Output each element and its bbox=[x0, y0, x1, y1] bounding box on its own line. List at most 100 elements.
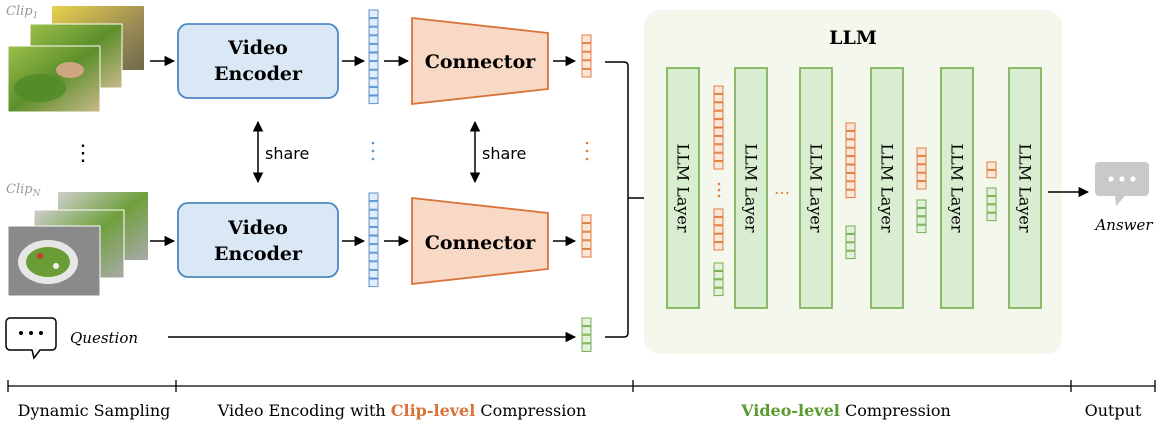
llm-tok-c-green-2 bbox=[916, 207, 927, 217]
video-encoder-top bbox=[177, 23, 339, 99]
llm-token-stacks bbox=[713, 85, 997, 297]
answer-bubble-icon bbox=[1095, 162, 1149, 206]
llm-tok-c-orange-1 bbox=[916, 147, 927, 156]
green-token-question-3 bbox=[581, 334, 592, 344]
llm-tok-b-orange-5 bbox=[845, 156, 856, 165]
llm-tok-c-orange-4 bbox=[916, 172, 927, 182]
blue-token-bottom-11 bbox=[368, 278, 379, 288]
clips-vertical-ellipsis: ⋮ bbox=[72, 141, 94, 166]
orange-token-top-5 bbox=[581, 68, 592, 78]
llm-tok-b-orange-2 bbox=[845, 130, 856, 140]
blue-token-bottom-10 bbox=[368, 269, 379, 279]
llm-tok-b-orange-8 bbox=[845, 181, 856, 190]
blue-token-bottom-4 bbox=[368, 218, 379, 227]
clip-n-tomato bbox=[37, 253, 43, 259]
llm-tok-d-orange-2 bbox=[986, 169, 997, 179]
blue-token-top-9 bbox=[368, 78, 379, 87]
llm-tok-b-green-2 bbox=[845, 233, 856, 243]
llm-layer-1-label: LLM Layer bbox=[674, 143, 693, 232]
llm-tok-a2-orange-3 bbox=[713, 225, 724, 234]
llm-layer-2-label: LLM Layer bbox=[742, 143, 761, 232]
merge-bracket bbox=[605, 61, 629, 338]
video-encoder-bottom-line2: Encoder bbox=[214, 243, 303, 265]
blue-dot-1 bbox=[371, 141, 375, 145]
blue-token-bottom-9 bbox=[368, 261, 379, 270]
llm-small-ellipsis-1 bbox=[717, 182, 721, 198]
stage-output: Output bbox=[1085, 401, 1142, 420]
llm-tok-a2-orange-2 bbox=[713, 216, 724, 226]
llm-layer-6 bbox=[1008, 67, 1042, 309]
llm-tok-b-green-4 bbox=[845, 250, 856, 260]
orange-dot-3 bbox=[585, 157, 589, 161]
llm-layers: LLM Layer LLM Layer LLM Layer LLM Layer LLM … bbox=[666, 67, 1042, 309]
blue-token-top-4 bbox=[368, 35, 379, 44]
llm-tok-b-orange-6 bbox=[845, 164, 856, 173]
llm-tok-a-orange-8 bbox=[713, 144, 724, 153]
llm-dot-1 bbox=[717, 182, 721, 186]
blue-token-bottom-3 bbox=[368, 209, 379, 219]
llm-tok-d-green-4 bbox=[986, 212, 997, 222]
clip-n-salad bbox=[26, 247, 70, 277]
share-label-encoders: share bbox=[265, 144, 309, 163]
llm-tok-b-orange-9 bbox=[845, 189, 856, 199]
llm-dot-2 bbox=[717, 188, 721, 192]
llm-tok-a-orange-4 bbox=[713, 110, 724, 120]
stage-video-encoding: Video Encoding with Clip-level Compressi… bbox=[217, 401, 587, 420]
stage-video-compression: Video-level Compression bbox=[740, 401, 951, 420]
llm-tok-d-orange-1 bbox=[986, 161, 997, 170]
blue-token-top-11 bbox=[368, 95, 379, 105]
orange-token-bottom-5 bbox=[581, 248, 592, 258]
green-token-question-4 bbox=[581, 343, 592, 352]
blue-token-stack-bottom bbox=[368, 192, 379, 288]
llm-tok-a-orange-3 bbox=[713, 102, 724, 111]
blue-token-stack-top bbox=[368, 9, 379, 105]
llm-tok-a2-orange-5 bbox=[713, 242, 724, 251]
llm-layer-3 bbox=[799, 67, 833, 309]
video-encoder-top-line1: Video bbox=[227, 37, 288, 59]
llm-tok-a-green-3 bbox=[713, 279, 724, 288]
video-encoder-bottom-line1: Video bbox=[227, 217, 288, 239]
clip-1-label: Clip1 bbox=[6, 4, 38, 21]
llm-tok-a-orange-9 bbox=[713, 152, 724, 162]
blue-token-top-6 bbox=[368, 52, 379, 62]
llm-tok-a-green-4 bbox=[713, 287, 724, 297]
blue-token-top-10 bbox=[368, 86, 379, 96]
llm-layer-4-label: LLM Layer bbox=[878, 143, 897, 232]
llm-tok-a-green-2 bbox=[713, 270, 724, 280]
blue-token-bottom-2 bbox=[368, 201, 379, 210]
blue-token-top-3 bbox=[368, 26, 379, 36]
orange-tokens-ellipsis bbox=[585, 141, 589, 161]
connector-top-label: Connector bbox=[425, 51, 537, 73]
orange-token-stack-top bbox=[581, 34, 592, 78]
llm-tok-b-green-1 bbox=[845, 225, 856, 234]
blue-dot-2 bbox=[371, 149, 375, 153]
orange-token-bottom-4 bbox=[581, 240, 592, 249]
llm-tok-c-green-3 bbox=[916, 216, 927, 225]
llm-layer-3-label: LLM Layer bbox=[807, 143, 826, 232]
llm-tok-b-orange-7 bbox=[845, 172, 856, 182]
llm-layer-2 bbox=[734, 67, 768, 309]
llm-tok-c-green-1 bbox=[916, 199, 927, 208]
question-label: Question bbox=[70, 329, 138, 347]
green-token-question-1 bbox=[581, 317, 592, 327]
llm-tok-a-orange-1 bbox=[713, 85, 724, 94]
llm-tok-a-orange-7 bbox=[713, 135, 724, 145]
llm-layer-5-label: LLM Layer bbox=[948, 143, 967, 232]
llm-layer-5 bbox=[940, 67, 974, 309]
blue-token-top-5 bbox=[368, 43, 379, 53]
clip-1-hand bbox=[56, 62, 84, 78]
llm-tok-d-green-3 bbox=[986, 204, 997, 213]
answer-label: Answer bbox=[1093, 216, 1153, 234]
connector-bottom bbox=[411, 196, 549, 286]
llm-layer-6-label: LLM Layer bbox=[1016, 143, 1035, 232]
llm-layers-ellipsis: … bbox=[774, 179, 790, 198]
llm-tok-c-green-4 bbox=[916, 224, 927, 234]
llm-tok-c-orange-3 bbox=[916, 164, 927, 173]
llm-tok-c-orange-5 bbox=[916, 181, 927, 190]
orange-token-top-2 bbox=[581, 43, 592, 52]
orange-token-top-1 bbox=[581, 34, 592, 44]
clip-1-lettuce bbox=[14, 74, 66, 102]
orange-token-bottom-3 bbox=[581, 231, 592, 241]
llm-layer-1 bbox=[666, 67, 700, 309]
